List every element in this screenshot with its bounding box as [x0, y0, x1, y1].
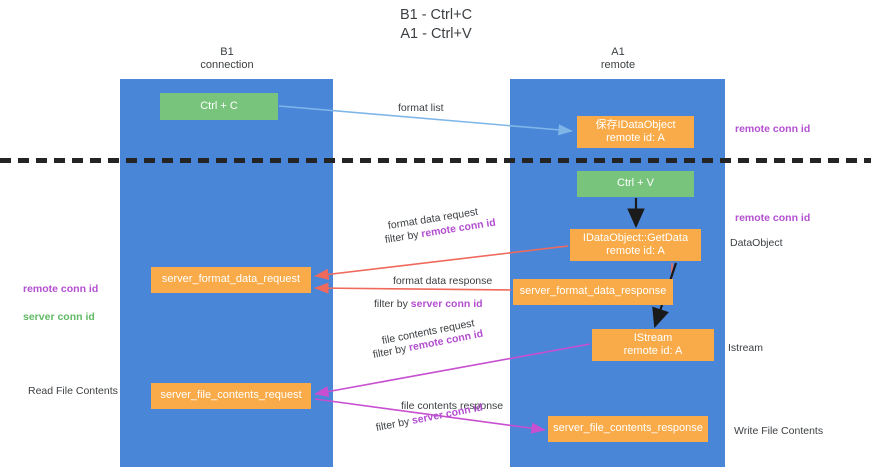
edge-label-format-data-response-filter: filter by server conn id [374, 297, 483, 311]
phase-divider [0, 158, 871, 163]
annotation-dataobject: DataObject [730, 237, 783, 249]
lane-header-b1: B1 connection [200, 46, 254, 71]
legend-item-server-conn-id: server conn id [23, 311, 95, 323]
annotation-istream: Istream [728, 342, 764, 354]
node-server-format-data-response[interactable]: server_format_data_response [513, 279, 673, 305]
page-title: B1 - Ctrl+C A1 - Ctrl+V [399, 7, 473, 42]
node-ctrl-v[interactable]: Ctrl + V [577, 171, 694, 197]
node-ctrl-c[interactable]: Ctrl + C [160, 93, 278, 120]
arrow-format-data-request [314, 245, 569, 280]
node-istream[interactable]: IStream remote id: A [592, 329, 714, 361]
annotation-remote-conn-id-mid: remote conn id [735, 212, 811, 224]
lane-header-a1: A1 remote [600, 46, 636, 71]
filter-key-server-conn-id: server conn id [410, 298, 483, 310]
edge-label-file-contents-response: file contents response [401, 400, 504, 412]
node-server-format-data-request[interactable]: server_format_data_request [151, 267, 311, 293]
filter-prefix: filter by [374, 298, 411, 310]
legend: remote conn id server conn id [23, 268, 98, 338]
edge-label-format-data-response: format data response [393, 275, 493, 287]
node-server-file-contents-request[interactable]: server_file_contents_request [151, 383, 311, 409]
legend-item-remote-conn-id: remote conn id [23, 283, 99, 295]
annotation-remote-conn-id-top: remote conn id [735, 123, 811, 135]
arrow-file-contents-response [314, 398, 546, 434]
annotation-read-file-contents: Read File Contents [28, 385, 118, 397]
node-idataobject[interactable]: 保存IDataObject remote id: A [577, 116, 694, 148]
node-idataobject-getdata[interactable]: IDataObject::GetData remote id: A [570, 229, 701, 261]
arrow-format-data-response [314, 282, 512, 294]
arrow-format-list [278, 105, 573, 136]
annotation-write-file-contents: Write File Contents [734, 425, 824, 437]
edge-label-format-list: format list [398, 102, 444, 114]
arrow-file-contents-request [314, 343, 591, 398]
node-server-file-contents-response[interactable]: server_file_contents_response [548, 416, 708, 442]
